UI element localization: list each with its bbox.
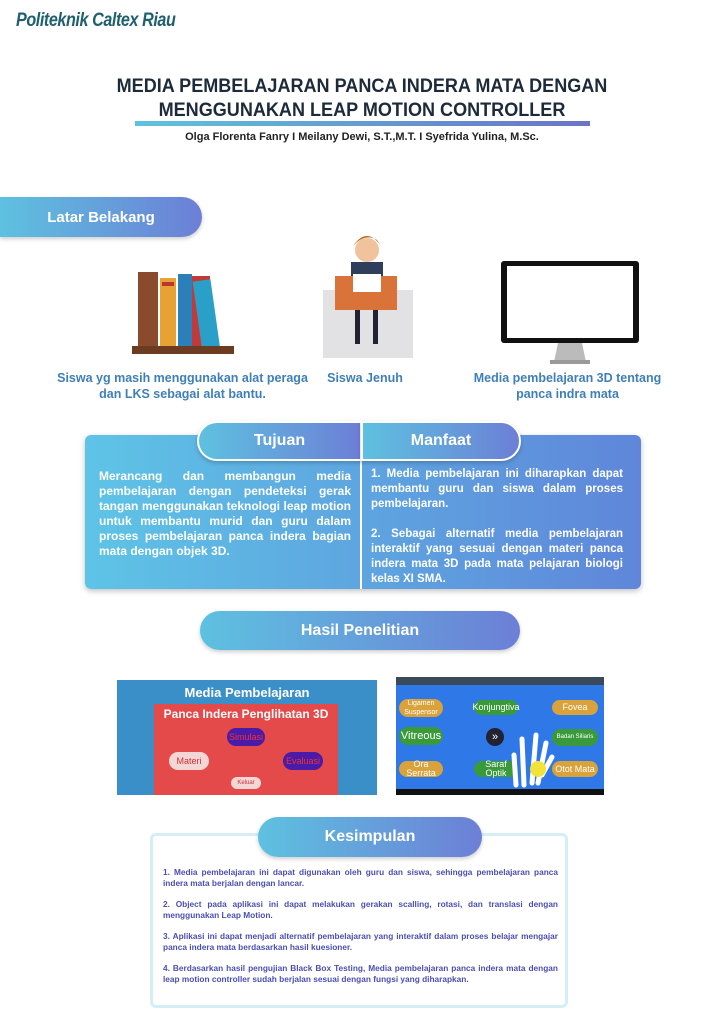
evaluasi-button: Evaluasi [283, 752, 323, 770]
ligamen-button: Ligamen Suspensor [399, 699, 443, 717]
next-arrow-icon: » [486, 728, 504, 746]
monitor-icon [501, 261, 639, 364]
caption-monitor: Media pembelajaran 3D tentang panca indr… [473, 371, 662, 401]
ora-serrata-button: Ora Serrata [399, 760, 443, 778]
app-screenshot-leap: Ligamen Suspensor Konjungtiva Fovea Vitr… [396, 677, 604, 795]
keluar-button: Keluar [231, 777, 261, 789]
kesimpulan-item: 4. Berdasarkan hasil pengujian Black Box… [163, 963, 558, 984]
kesimpulan-item: 3. Aplikasi ini dapat menjadi alternatif… [163, 931, 558, 952]
caption-books: Siswa yg masih menggunakan alat peraga d… [57, 371, 308, 401]
books-icon [132, 272, 234, 354]
fovea-button: Fovea [552, 700, 598, 715]
konjungtiva-button: Konjungtiva [472, 700, 520, 715]
kesimpulan-item: 1. Media pembelajaran ini dapat digunaka… [163, 867, 558, 888]
page-title: MEDIA PEMBELAJARAN PANCA INDERA MATA DEN… [116, 76, 608, 121]
tujuan-heading: Tujuan [197, 421, 362, 461]
saraf-optik-button: Saraf Optik [474, 760, 518, 778]
hasil-heading: Hasil Penelitian [200, 611, 520, 650]
materi-button: Materi [169, 752, 209, 770]
screen1-subtitle: Panca Indera Penglihatan 3D [163, 707, 329, 721]
manfaat-item: 1. Media pembelajaran ini diharapkan dap… [371, 468, 623, 510]
otot-mata-button: Otot Mata [552, 761, 598, 777]
kesimpulan-heading: Kesimpulan [258, 817, 482, 857]
simulasi-button: Simulasi [227, 728, 265, 746]
logo: Politeknik Caltex Riau [16, 10, 176, 31]
caption-bored: Siswa Jenuh [327, 371, 403, 385]
bored-student-icon [323, 236, 413, 358]
app-screenshot-menu: Media Pembelajaran Panca Indera Pengliha… [117, 680, 377, 795]
authors: Olga Florenta Fanry I Meilany Dewi, S.T.… [185, 131, 539, 143]
kesimpulan-item: 2. Object pada aplikasi ini dapat melaku… [163, 899, 558, 920]
manfaat-heading: Manfaat [361, 421, 521, 461]
tujuan-manfaat-box: Merancang dan membangun media pembelajar… [85, 435, 641, 589]
badan-siliaris-button: Badan Siliaris [552, 729, 598, 746]
manfaat-item: 2. Sebagai alternatif media pembelajaran… [371, 528, 623, 585]
kesimpulan-box: 1. Media pembelajaran ini dapat digunaka… [150, 833, 568, 1008]
title-divider [135, 121, 590, 126]
latar-belakang-heading: Latar Belakang [0, 197, 202, 237]
tujuan-text: Merancang dan membangun media pembelajar… [99, 469, 351, 558]
vitreous-button: Vitreous [399, 727, 443, 745]
hand-icon [511, 732, 555, 788]
screen1-title: Media Pembelajaran [184, 685, 310, 700]
